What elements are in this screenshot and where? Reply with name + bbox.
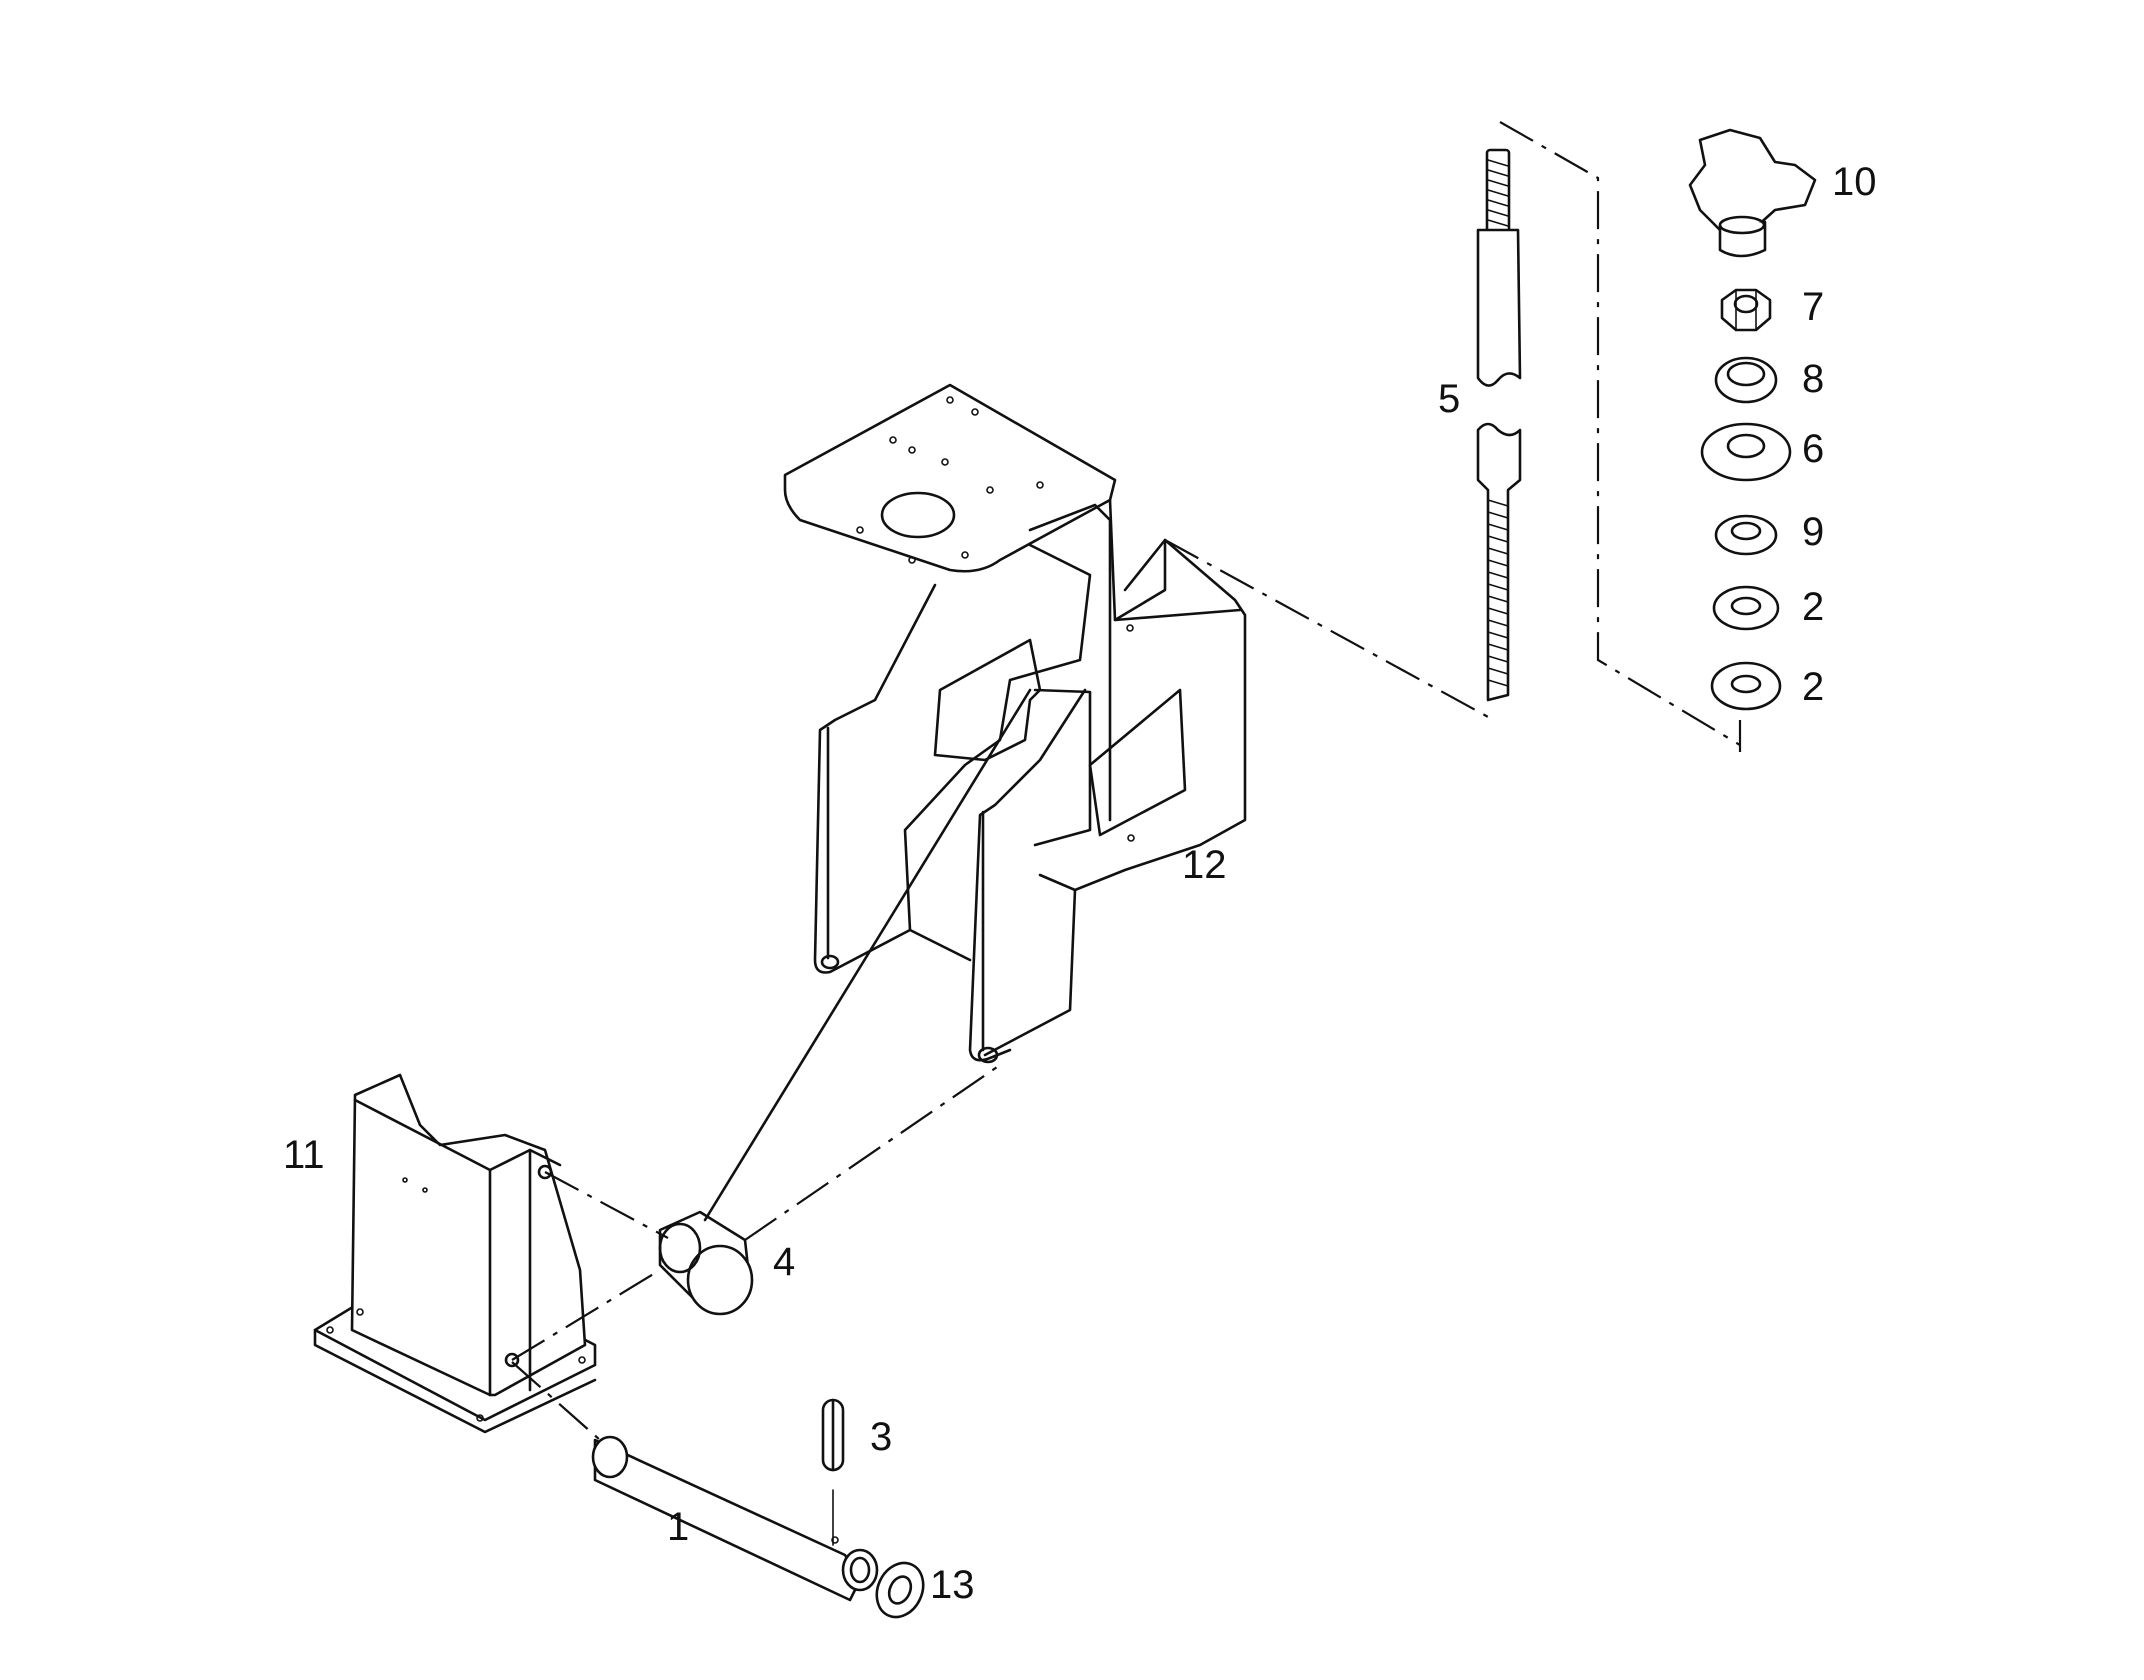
part-1-shaft [591,1435,879,1602]
callout-12: 12 [1182,843,1227,887]
callout-7: 7 [1802,285,1824,329]
part-10-star-knob [1688,128,1817,258]
part-8-washer [1714,356,1778,404]
part-4-roller [658,1210,754,1316]
part-3-pin [821,1398,845,1546]
part-2-washer-lower [1710,661,1782,711]
callout-6: 6 [1802,427,1824,471]
callout-11: 11 [283,1133,325,1177]
part-7-nut [1720,288,1772,332]
assembly-lines [511,121,1742,1441]
callout-9: 9 [1802,510,1824,554]
part-9-washer [1714,514,1778,556]
callout-10: 10 [1832,160,1877,204]
callout-3: 3 [870,1415,892,1459]
callout-labels: 1 2 2 3 4 5 6 7 8 9 10 11 12 13 [283,160,1877,1607]
callout-5: 5 [1438,377,1460,421]
callout-8: 8 [1802,357,1824,401]
part-13-washer [875,1561,925,1619]
part-2-washer-upper [1712,585,1780,631]
callout-2-upper: 2 [1802,585,1824,629]
callout-1: 1 [667,1505,689,1549]
callout-2-lower: 2 [1802,665,1824,709]
callout-4: 4 [773,1240,795,1284]
part-6-washer [1700,422,1792,482]
part-5-threaded-rod [1476,148,1522,702]
callout-13: 13 [930,1563,975,1607]
part-11-base-housing [313,1073,597,1434]
part-12-frame [783,383,1247,1064]
